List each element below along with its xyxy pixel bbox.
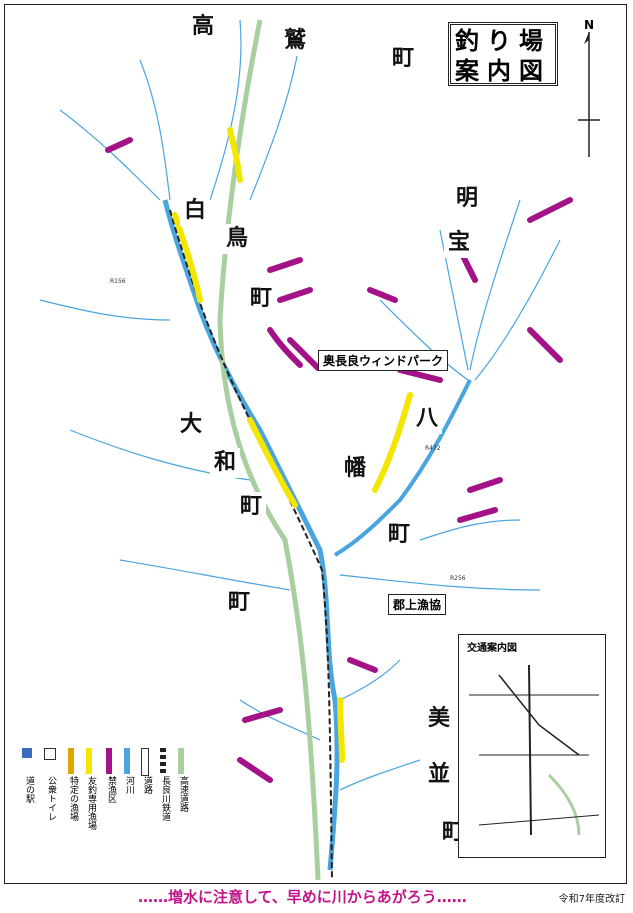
traffic-map-title: 交通案内図 bbox=[467, 643, 517, 654]
town-takasu-1: 高 bbox=[188, 12, 218, 42]
legend-railway-swatch bbox=[160, 748, 166, 774]
traffic-map-inset: 交通案内図 bbox=[458, 634, 606, 858]
legend-tomozuri: 友釣専用漁場 bbox=[82, 748, 102, 858]
callout-windpark: 奥長良ウィンドパーク bbox=[318, 350, 449, 371]
legend-tokutei: 特定の漁場 bbox=[64, 748, 84, 858]
legend-highway-swatch bbox=[178, 748, 184, 774]
legend-river-swatch bbox=[124, 748, 130, 774]
kinryo-zones bbox=[105, 137, 573, 783]
legend-river-label: 河川 bbox=[124, 776, 134, 794]
legend-toilet-label: 公衆トイレ bbox=[46, 776, 56, 821]
town-takasu-3: 町 bbox=[388, 44, 418, 74]
legend-toilet: 公衆トイレ bbox=[42, 748, 62, 858]
town-shirotori-3: 町 bbox=[246, 284, 276, 314]
town-meiho-2: 宝 bbox=[444, 228, 474, 258]
town-shirotori-1: 白 bbox=[180, 196, 210, 226]
highway bbox=[217, 19, 321, 881]
footer-revision-note: 令和7年度改訂 bbox=[558, 894, 625, 905]
road-labels: R156 R472 R256 bbox=[110, 278, 466, 582]
north-arrow: N bbox=[584, 18, 595, 32]
legend-road: 道路 bbox=[138, 748, 158, 858]
town-minami-2: 並 bbox=[424, 760, 454, 790]
legend-kinryo-swatch bbox=[106, 748, 112, 774]
callout-gyokyo: 郡上漁協 bbox=[388, 594, 447, 615]
legend-river: 河川 bbox=[120, 748, 140, 858]
legend-michinoeki-swatch bbox=[22, 748, 32, 758]
legend-tomozuri-label: 友釣専用漁場 bbox=[86, 776, 96, 830]
title-line-2: 案内図 bbox=[455, 57, 551, 85]
road-label-r472: R472 bbox=[425, 445, 441, 452]
legend-michinoeki-label: 道の駅 bbox=[24, 776, 34, 803]
town-meiho-1: 明 bbox=[452, 184, 482, 214]
town-shirotori-2: 鳥 bbox=[222, 224, 252, 254]
railway bbox=[169, 209, 333, 881]
legend-toilet-swatch bbox=[44, 748, 56, 760]
river-network bbox=[39, 19, 561, 791]
legend-kinryo-label: 禁漁区 bbox=[106, 776, 116, 803]
legend-highway-label: 高速道路 bbox=[178, 776, 188, 812]
legend-road-label: 道路 bbox=[142, 776, 152, 794]
legend: 道の駅 公衆トイレ 特定の漁場 友釣専用漁場 禁漁区 河川 道路 長良川鉄道 bbox=[20, 748, 190, 858]
legend-tomozuri-swatch bbox=[86, 748, 92, 774]
town-hachiman-2: 幡 bbox=[340, 454, 370, 484]
map-title: 釣り場 案内図 bbox=[448, 22, 558, 86]
town-minami-1: 美 bbox=[424, 704, 454, 734]
legend-highway: 高速道路 bbox=[174, 748, 194, 858]
footer: ……増水に注意して、早めに川からあがろう…… 令和7年度改訂 bbox=[0, 884, 633, 909]
yoshida-river bbox=[333, 379, 472, 557]
main-river bbox=[162, 199, 340, 871]
town-yamato-4: 町 bbox=[224, 588, 254, 618]
legend-railway-label: 長良川鉄道 bbox=[160, 776, 170, 821]
legend-tokutei-swatch bbox=[68, 748, 74, 774]
traffic-map-canvas bbox=[469, 664, 600, 836]
town-hachiman-1: 八 bbox=[412, 404, 442, 434]
legend-railway: 長良川鉄道 bbox=[156, 748, 176, 858]
town-takasu-2: 鷲 bbox=[280, 26, 310, 56]
town-yamato-2: 和 bbox=[210, 448, 240, 478]
town-hachiman-3: 町 bbox=[384, 520, 414, 550]
map-frame bbox=[4, 4, 627, 884]
town-yamato-1: 大 bbox=[176, 410, 206, 440]
legend-kinryo: 禁漁区 bbox=[102, 748, 122, 858]
legend-tokutei-label: 特定の漁場 bbox=[68, 776, 78, 821]
footer-safety-message: ……増水に注意して、早めに川からあがろう…… bbox=[138, 888, 467, 906]
legend-road-swatch bbox=[141, 748, 149, 776]
town-yamato-3: 町 bbox=[236, 492, 266, 522]
title-line-1: 釣り場 bbox=[455, 27, 551, 55]
legend-michinoeki: 道の駅 bbox=[20, 748, 40, 858]
road-label-r156-north: R156 bbox=[110, 278, 126, 285]
road-label-r256: R256 bbox=[450, 575, 466, 582]
north-arrow-icon bbox=[578, 32, 600, 157]
tomozuri-zones bbox=[172, 127, 413, 763]
